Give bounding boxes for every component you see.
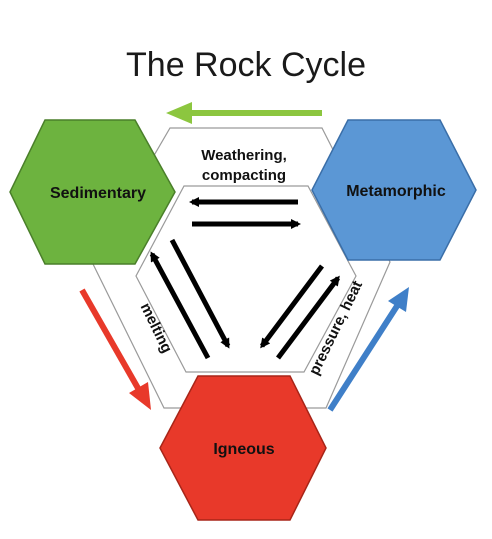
- weathering-label-line1: Weathering,: [201, 147, 287, 164]
- inner-arrow-ign-to-sed: [149, 251, 211, 360]
- igneous-hexagon: [159, 375, 327, 521]
- metamorphic-hexagon: [311, 119, 477, 261]
- inner-arrow-met-to-ign: [260, 264, 324, 349]
- diagram-title: The Rock Cycle: [126, 46, 366, 84]
- sedimentary-hexagon: [9, 119, 176, 265]
- blue-arrow: [327, 287, 409, 412]
- igneous-label: Igneous: [213, 441, 274, 458]
- green-arrow: [166, 102, 322, 124]
- red-arrow: [79, 288, 151, 410]
- inner-arrows: [149, 197, 340, 360]
- metamorphic-label: Metamorphic: [346, 183, 446, 200]
- inner-arrow-ign-to-met: [276, 275, 340, 360]
- inner-arrow-sed-to-ign: [169, 238, 231, 349]
- weathering-label-line2: compacting: [202, 167, 286, 184]
- sedimentary-label: Sedimentary: [50, 185, 146, 202]
